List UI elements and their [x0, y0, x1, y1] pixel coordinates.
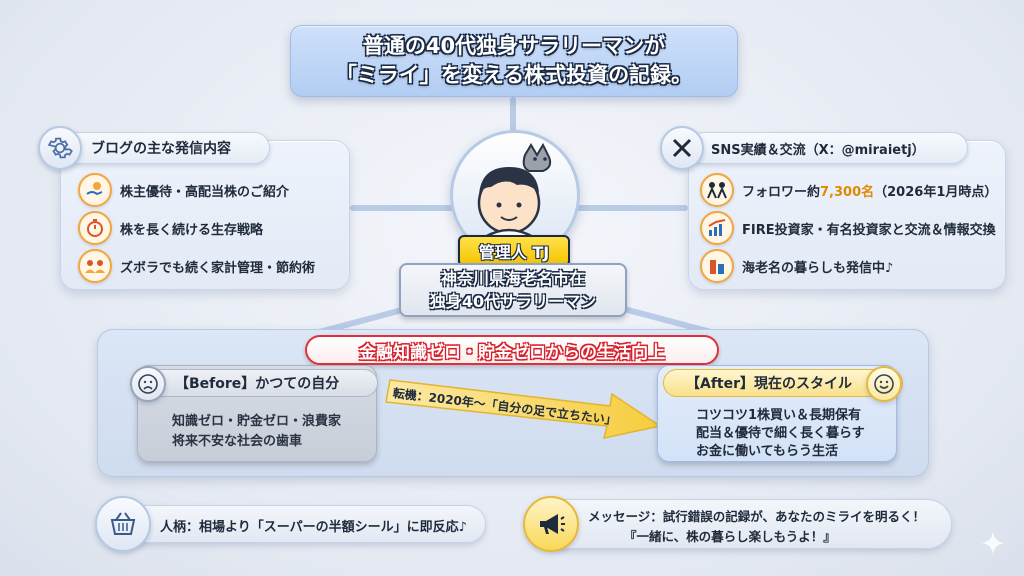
sns-item-label: 海老名の暮らしも発信中♪: [742, 261, 894, 276]
stopwatch-icon: [78, 211, 112, 245]
sns-card: [688, 140, 1006, 290]
before-label: 【Before】かつての自分: [130, 369, 378, 397]
admin-badge: 管理人 TJ: [458, 235, 570, 267]
basket-icon: [95, 496, 151, 552]
profile-line-2: 独身40代サラリーマン: [429, 292, 597, 311]
personality-text: 人柄：相場より「スーパーの半額シール」に即反応♪: [160, 520, 467, 535]
blog-item-label: ズボラでも続く家計管理・節約術: [120, 261, 316, 276]
building-icon: [700, 249, 734, 283]
before-label-text: 【Before】かつての自分: [175, 376, 340, 392]
megaphone-icon: [523, 496, 579, 552]
group-icon: [700, 173, 734, 207]
transition-arrow: [385, 379, 662, 439]
blog-item-label: 株を長く続ける生存戦略: [120, 223, 264, 238]
connector-title-avatar: [510, 97, 516, 133]
followers-count: 7,300名: [820, 185, 875, 200]
message-line-2: 『一緒に、株の暮らし楽しもうよ！』: [624, 529, 836, 544]
profile-line-1: 神奈川県海老名市在: [440, 269, 585, 288]
after-label: 【After】現在のスタイル: [663, 369, 903, 397]
profile-box: 神奈川県海老名市在 独身40代サラリーマン: [399, 263, 627, 317]
page-title: 普通の40代独身サラリーマンが 「ミライ」を変える株式投資の記録。: [290, 25, 738, 97]
sad-face-icon: [130, 366, 166, 402]
followers-prefix: フォロワー約: [742, 185, 821, 200]
after-line: 配当＆優待で細く長く暮らす: [696, 426, 865, 441]
title-line-2: 「ミライ」を変える株式投資の記録。: [335, 63, 693, 87]
journey-banner: 金融知識ゼロ・貯金ゼロからの生活向上: [305, 335, 719, 365]
blog-header-label: ブログの主な発信内容: [91, 141, 231, 157]
gear-icon: [38, 126, 82, 170]
blog-header: ブログの主な発信内容: [60, 132, 270, 164]
personality-pill: [108, 505, 486, 543]
message-line-1: メッセージ：試行錯誤の記録が、あなたのミライを明るく！: [588, 509, 926, 524]
people-icon: [78, 249, 112, 283]
followers-suffix: （2026年1月時点）: [874, 185, 998, 200]
before-line: 知識ゼロ・貯金ゼロ・浪費家: [172, 414, 342, 429]
after-line: コツコツ1株買い＆長期保有: [696, 408, 862, 423]
sns-followers: フォロワー約7,300名（2026年1月時点）: [742, 181, 997, 200]
title-line-1: 普通の40代独身サラリーマンが: [362, 34, 666, 58]
sparkle-icon: [981, 531, 1005, 555]
message-pill: [540, 499, 952, 549]
after-label-text: 【After】現在のスタイル: [686, 376, 853, 392]
smile-face-icon: [866, 366, 902, 402]
after-line: お金に働いてもらう生活: [696, 444, 838, 459]
avatar-illustration: [477, 142, 552, 239]
sns-header-label: SNS実績＆交流（X：@miraietj）: [711, 142, 925, 158]
chart-icon: [700, 211, 734, 245]
sns-item-label: FIRE投資家・有名投資家と交流＆情報交換: [742, 223, 996, 238]
connector-right-avatar: [576, 205, 688, 211]
connector-left-avatar: [350, 205, 454, 211]
before-line: 将来不安な社会の歯車: [172, 434, 303, 449]
x-logo-icon: [660, 126, 704, 170]
sns-header: SNS実績＆交流（X：@miraietj）: [688, 132, 968, 164]
hand-coin-icon: [78, 173, 112, 207]
blog-item-label: 株主優待・高配当株のご紹介: [120, 185, 290, 200]
